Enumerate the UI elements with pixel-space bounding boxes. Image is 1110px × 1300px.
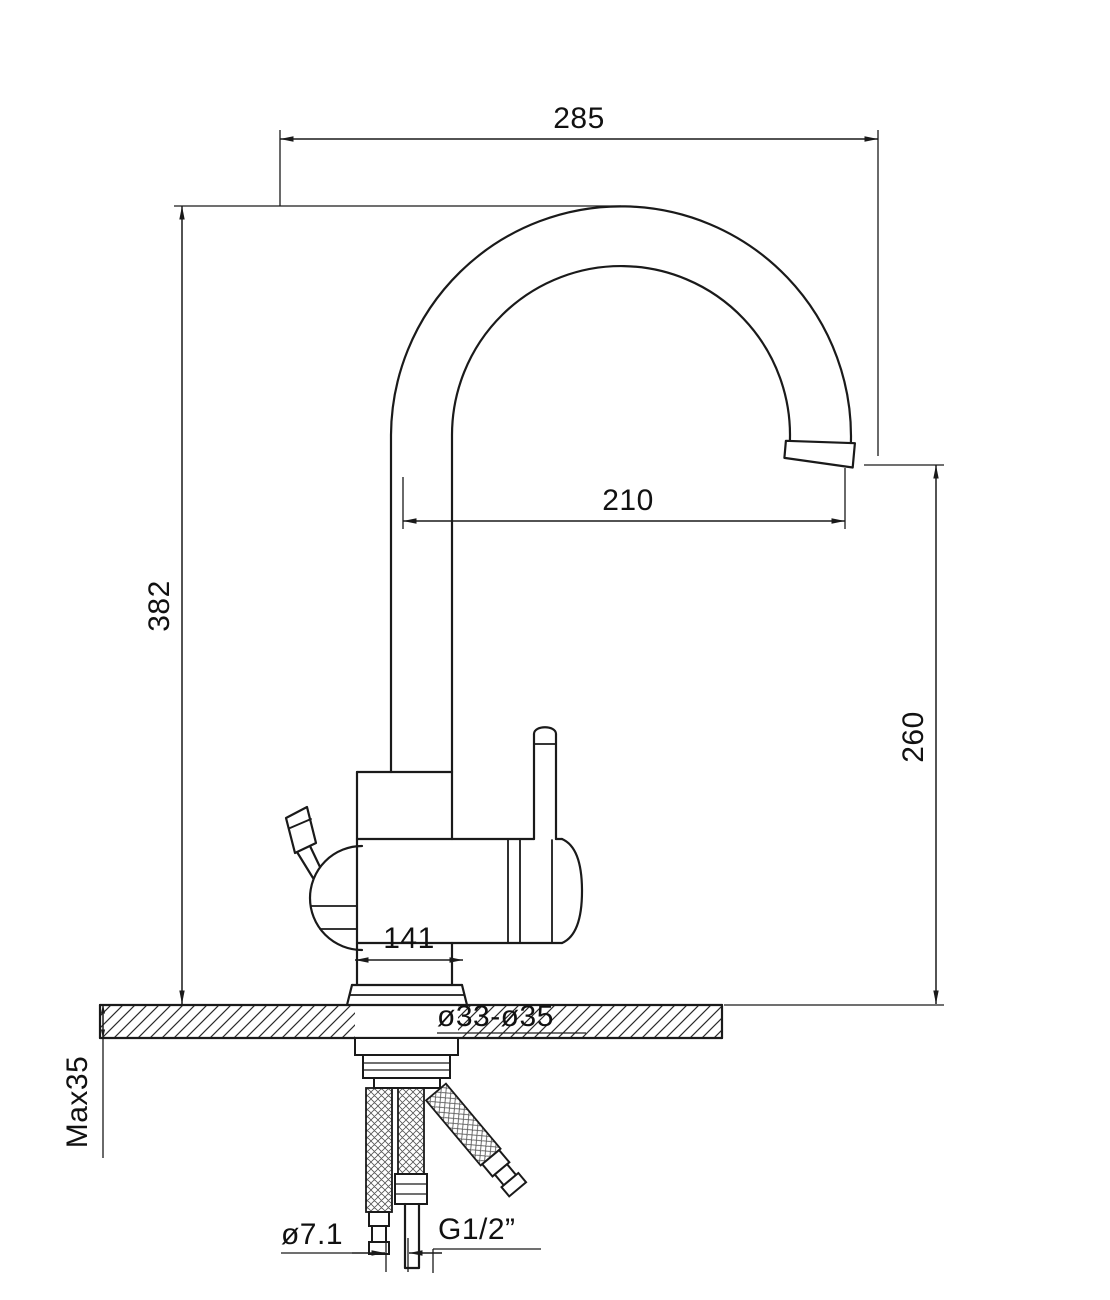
mounting-hardware — [354, 1037, 459, 1089]
base-flange — [345, 983, 469, 1007]
dim-body-width-label: 141 — [383, 922, 435, 955]
housing-parting-lines — [507, 838, 553, 944]
dim-spout-outlet-height: 260 — [724, 464, 944, 1006]
left-handle — [284, 805, 364, 952]
dim-overall-height-label: 382 — [143, 580, 176, 632]
countertop-hatch-left — [101, 1006, 355, 1037]
mounting-nut — [362, 1054, 451, 1079]
dim-max-counter-thickness: Max35 — [61, 1005, 106, 1158]
dim-overall-width-label: 285 — [553, 102, 605, 135]
spout-inner-profile — [450, 265, 792, 774]
dim-thread-size: G1/2” — [432, 1213, 541, 1273]
dim-overall-height: 382 — [143, 205, 621, 1004]
left-knob — [284, 805, 318, 855]
mounting-washer — [354, 1037, 459, 1056]
left-dome-seams — [310, 905, 358, 930]
countertop-hatch-right — [458, 1006, 721, 1037]
dim-mounting-hole-label: ø33-ø35 — [437, 1000, 554, 1033]
dim-thread-size-label: G1/2” — [438, 1213, 516, 1246]
hose-center-fitting-threads — [395, 1183, 427, 1195]
right-lever-handle — [532, 726, 558, 841]
dim-overall-width: 285 — [279, 102, 879, 456]
ext-line — [385, 1238, 409, 1272]
housing-right-cap — [560, 837, 584, 945]
mounting-shank — [373, 1077, 441, 1089]
dim-mounting-hole: ø33-ø35 — [437, 1000, 586, 1034]
hose-center-braid — [397, 1087, 425, 1175]
hose-center-fitting — [394, 1173, 428, 1205]
dim-spout-reach: 210 — [402, 468, 846, 529]
spout-aerator-band — [783, 439, 856, 469]
dim-hose-diameter: ø7.1 — [281, 1218, 442, 1272]
supply-hose-left — [365, 1087, 393, 1255]
mounting-nut-threads — [363, 1062, 450, 1071]
left-knob-seam — [289, 818, 312, 829]
hose-angled-fitting-3 — [500, 1171, 528, 1198]
countertop — [98, 1003, 724, 1040]
dim-body-width: 141 — [355, 922, 463, 963]
hose-left-braid — [365, 1087, 393, 1213]
dim-spout-reach-label: 210 — [602, 484, 654, 517]
dim-max-counter-thickness-label: Max35 — [61, 1056, 94, 1149]
dim-hose-diameter-label: ø7.1 — [281, 1218, 343, 1251]
hose-left-fitting-1 — [368, 1211, 390, 1227]
hose-left-fitting-2 — [371, 1225, 387, 1243]
supply-hose-angled — [424, 1082, 528, 1198]
left-handle-dome — [308, 844, 364, 952]
center-pipe — [403, 1202, 421, 1270]
lever-top-cap — [532, 726, 558, 736]
left-knob-stem — [295, 844, 322, 880]
hose-angled-braid — [424, 1082, 502, 1167]
dim-spout-outlet-height-label: 260 — [897, 711, 930, 763]
supply-hose-center — [394, 1087, 428, 1270]
